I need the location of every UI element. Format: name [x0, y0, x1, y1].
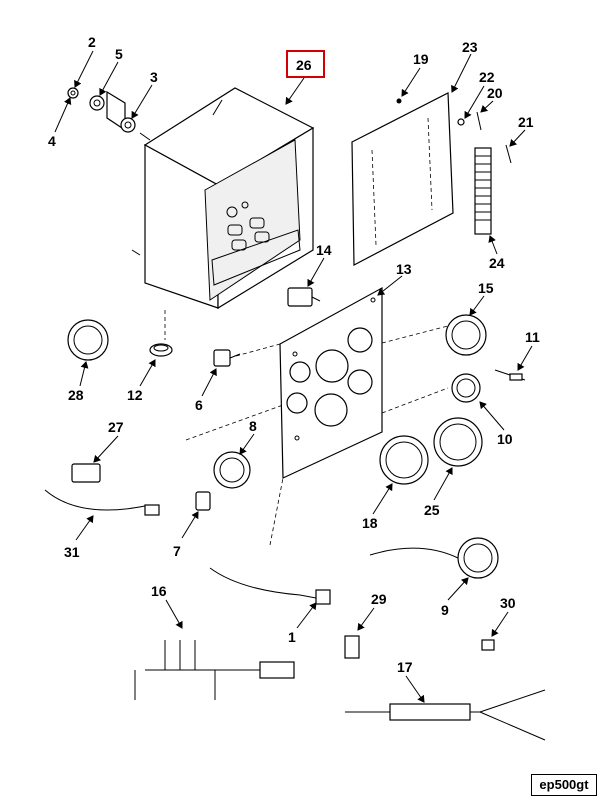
wiring-harness-16	[134, 640, 295, 700]
callout-15: 15	[478, 280, 494, 296]
callout-22: 22	[479, 69, 495, 85]
fitting-30	[481, 639, 495, 651]
callout-14: 14	[316, 242, 332, 258]
leader-lines	[54, 50, 533, 703]
callout-3: 3	[150, 69, 158, 85]
callout-16: 16	[151, 583, 167, 599]
callout-21: 21	[518, 114, 534, 130]
callout-6: 6	[195, 397, 203, 413]
callout-10: 10	[497, 431, 513, 447]
callout-24: 24	[489, 255, 505, 271]
callout-5: 5	[115, 46, 123, 62]
callout-17: 17	[397, 659, 413, 675]
callout-23: 23	[462, 39, 478, 55]
circuit-breaker-14	[287, 287, 321, 307]
callout-4: 4	[48, 133, 56, 149]
callout-27: 27	[108, 419, 124, 435]
switch-6	[213, 349, 241, 367]
gauge-15	[445, 314, 487, 356]
callout-26: 26	[296, 57, 312, 73]
toggle-switch-7	[195, 491, 211, 511]
figure-code: ep500gt	[531, 774, 597, 796]
sensor-11	[494, 369, 526, 381]
instrument-panel	[279, 286, 383, 479]
callout-1: 1	[288, 629, 296, 645]
cable-assembly-1	[209, 567, 331, 605]
breaker-27-cable-31	[44, 463, 160, 516]
hardware-nut-washer	[67, 87, 136, 133]
callout-7: 7	[173, 543, 181, 559]
callout-29: 29	[371, 591, 387, 607]
callout-18: 18	[362, 515, 378, 531]
gauge-8	[213, 451, 251, 489]
callout-30: 30	[500, 595, 516, 611]
enclosure-box	[131, 87, 315, 310]
gauge-28	[67, 319, 109, 361]
callout-labels: 2 5 3 4 19 23 22 20 21 24 14 13 15 11 10…	[48, 34, 540, 675]
wiring-harness-17	[345, 689, 546, 741]
callout-12: 12	[127, 387, 143, 403]
callout-19: 19	[413, 51, 429, 67]
callout-9: 9	[441, 602, 449, 618]
callout-2: 2	[88, 34, 96, 50]
callout-25: 25	[424, 502, 440, 518]
gauge-18	[379, 435, 429, 485]
callout-28: 28	[68, 387, 84, 403]
terminal-strip	[474, 147, 492, 235]
callout-31: 31	[64, 544, 80, 560]
callout-26-highlight: 26	[286, 50, 325, 78]
gauge-25	[433, 417, 483, 467]
sensor-29	[344, 635, 360, 659]
grommet-12	[149, 343, 173, 357]
alignment-lines	[164, 310, 449, 546]
gauge-9	[369, 537, 499, 579]
callout-8: 8	[249, 418, 257, 434]
gauge-10	[451, 373, 481, 403]
callout-20: 20	[487, 85, 503, 101]
callout-11: 11	[525, 329, 540, 345]
callout-13: 13	[396, 261, 412, 277]
circuit-board-panel	[351, 92, 512, 266]
